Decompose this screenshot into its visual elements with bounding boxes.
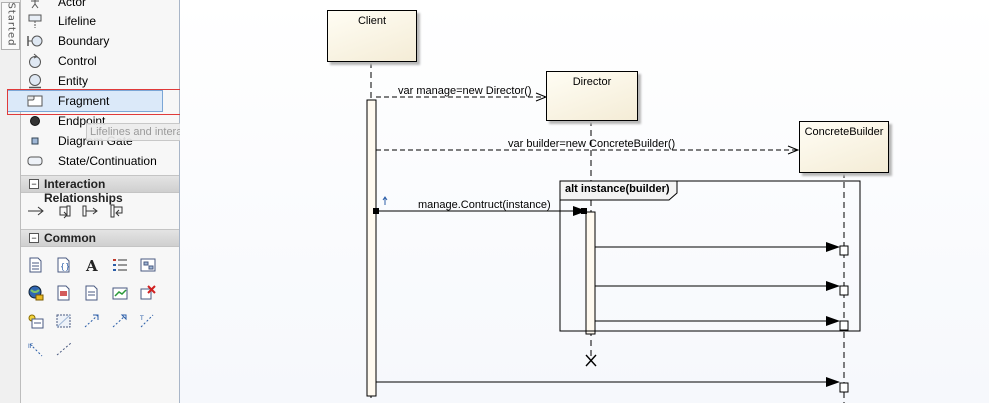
lifeline-concrete-builder[interactable]: ConcreteBuilder — [799, 121, 889, 173]
side-tab-strip: Started — [0, 0, 21, 403]
construct-message-end-handle — [581, 208, 587, 214]
realization-arrow-icon[interactable] — [111, 313, 129, 329]
director-destroy-mark — [585, 354, 597, 367]
dependency-arrow-icon[interactable] — [83, 313, 101, 329]
fragment-icon — [27, 95, 43, 107]
issue-defect-icon[interactable] — [139, 285, 157, 301]
lifeline-icon — [28, 14, 42, 28]
toolbox-item-label: Control — [58, 54, 97, 68]
diagram-gate-icon — [31, 137, 39, 145]
control-icon — [29, 53, 41, 68]
trace-arrow-icon[interactable]: T — [139, 313, 157, 329]
call-from-recursion-icon[interactable] — [109, 203, 127, 219]
builder-execution-1 — [839, 245, 849, 256]
director-activation-bar — [585, 211, 596, 335]
side-tab-label: Started — [5, 2, 17, 47]
toolbox-item-entity[interactable]: Entity — [21, 71, 179, 91]
construct-message-origin-marker — [382, 196, 388, 205]
note-link-icon[interactable] — [55, 341, 73, 357]
lifeline-name: Client — [357, 15, 387, 27]
builder-execution-2 — [839, 285, 849, 296]
toolbox-panel: Actor Lifeline Boundary Control Entity F… — [7, 0, 180, 403]
fragment-label[interactable]: alt instance(builder) — [565, 183, 670, 195]
requirement-list-icon[interactable] — [111, 257, 129, 273]
document-artifact-icon[interactable] — [55, 285, 73, 301]
section-title: Interaction Relationships — [44, 177, 123, 205]
svg-text:A: A — [85, 257, 98, 273]
toolbox-item-label: State/Continuation — [58, 154, 157, 168]
lifeline-director[interactable]: Director — [546, 71, 638, 121]
toolbox-item-fragment[interactable]: Fragment — [7, 90, 179, 112]
diagram-canvas[interactable]: Client Director ConcreteBuilder var mana… — [180, 0, 989, 403]
message-label-create-director[interactable]: var manage=new Director() — [398, 85, 532, 97]
builder-execution-4 — [839, 382, 849, 393]
svg-text:T: T — [139, 315, 144, 322]
lifeline-client[interactable]: Client — [327, 10, 417, 62]
section-header-common[interactable]: − Common — [21, 229, 179, 247]
section-header-interaction-relationships[interactable]: − Interaction Relationships — [21, 175, 179, 205]
toolbox-item-label: Boundary — [58, 34, 110, 48]
collapse-toggle[interactable]: − — [29, 179, 39, 189]
svg-text:{}: {} — [60, 262, 70, 271]
legend-icon[interactable] — [83, 285, 101, 301]
toolbox-item-lifeline[interactable]: Lifeline — [21, 11, 179, 31]
construct-message-start-handle — [373, 208, 379, 214]
svg-text:IF: IF — [28, 343, 34, 350]
toolbox-item-actor[interactable]: Actor — [21, 0, 179, 12]
message-arrow-icon[interactable] — [27, 203, 45, 219]
constraint-icon[interactable]: {} — [55, 257, 73, 273]
lifeline-name: Director — [572, 76, 612, 88]
toolbox-item-label: Actor — [58, 0, 87, 9]
toolbox-item-label: Fragment — [58, 94, 110, 108]
sequence-diagram — [366, 62, 861, 403]
note-icon[interactable] — [27, 257, 45, 273]
entity-icon — [29, 74, 41, 89]
endpoint-icon — [30, 116, 40, 126]
toolbox-item-state-continuation[interactable]: State/Continuation — [21, 151, 179, 171]
side-tab-started[interactable]: Started — [1, 2, 20, 50]
toolbox-item-label: Lifeline — [58, 14, 97, 28]
area-boundary-icon[interactable] — [55, 313, 73, 329]
section-title: Common — [44, 231, 96, 245]
actor-icon — [31, 0, 39, 9]
hyperlink-globe-icon[interactable] — [27, 285, 45, 301]
diagram-frame-icon[interactable] — [139, 257, 157, 273]
toolbox-item-boundary[interactable]: Boundary — [21, 31, 179, 51]
text-icon[interactable]: A — [83, 257, 101, 273]
alt-fragment-frame — [559, 180, 861, 332]
recursion-icon[interactable] — [81, 203, 99, 219]
client-activation-bar — [366, 99, 377, 397]
state-continuation-icon — [27, 156, 43, 166]
boundary-note-icon[interactable] — [27, 313, 45, 329]
message-label-construct[interactable]: manage.Contruct(instance) — [418, 199, 551, 211]
chart-image-icon[interactable] — [111, 285, 129, 301]
self-message-icon[interactable] — [55, 203, 73, 219]
lifeline-name: ConcreteBuilder — [804, 126, 884, 138]
builder-execution-3 — [839, 320, 849, 331]
toolbox-item-label: Entity — [58, 74, 89, 88]
message-label-create-builder[interactable]: var builder=new ConcreteBuilder() — [508, 138, 676, 150]
toolbox-item-control[interactable]: Control — [21, 51, 179, 71]
boundary-icon — [27, 35, 43, 47]
alt-fragment-tab — [559, 180, 678, 201]
collapse-toggle[interactable]: − — [29, 233, 39, 243]
information-flow-icon[interactable]: IF — [27, 341, 45, 357]
